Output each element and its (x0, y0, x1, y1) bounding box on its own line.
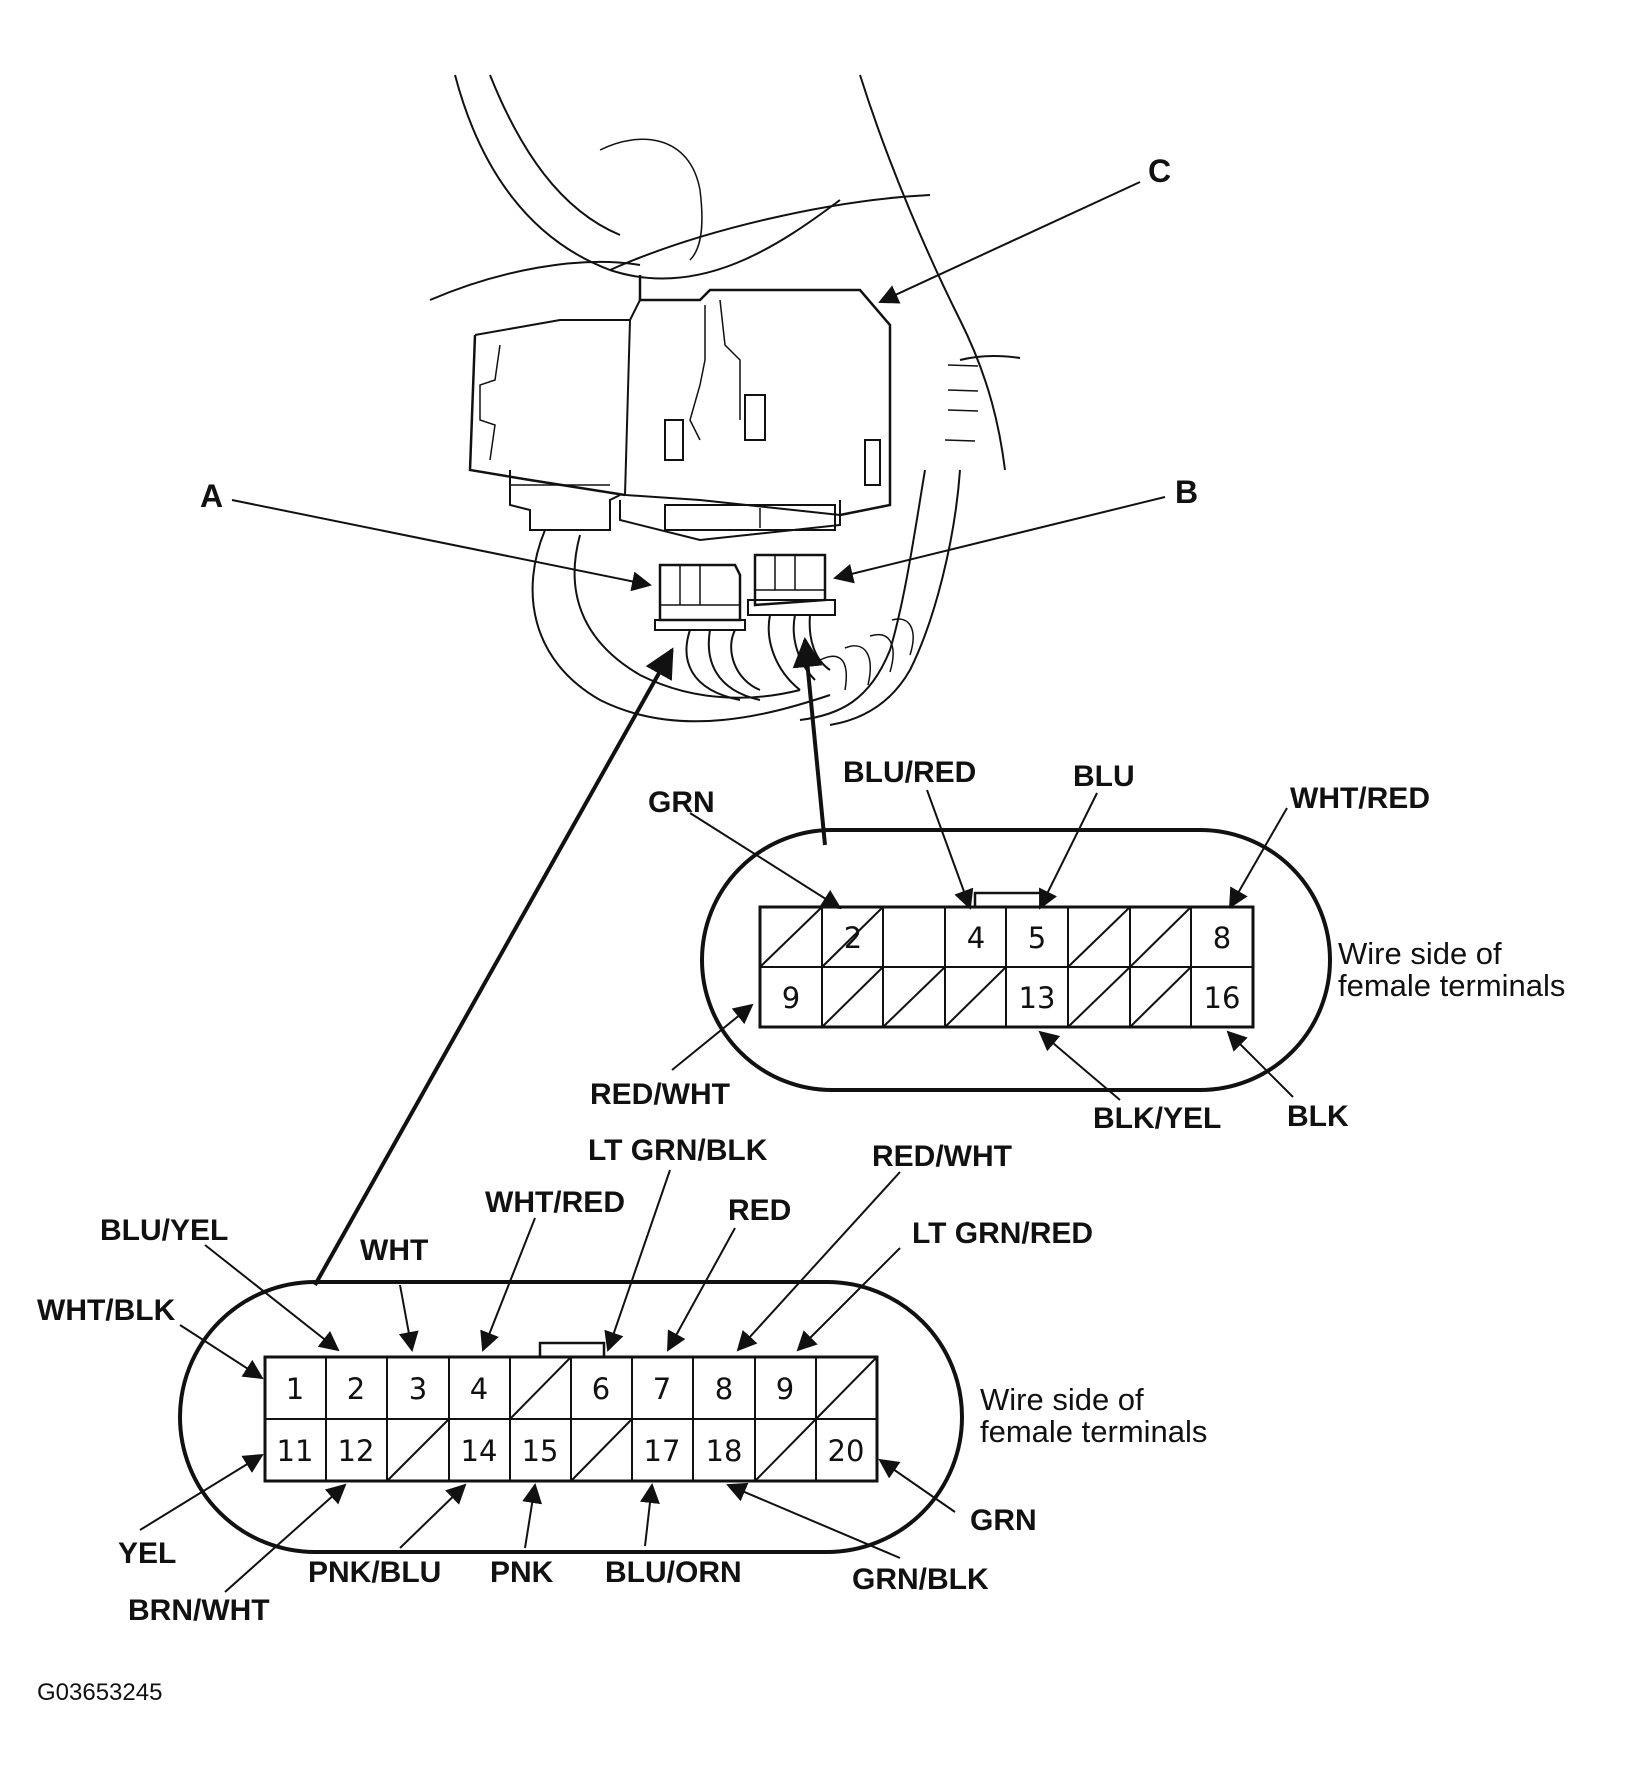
connector-a-pin-1: 1 (286, 1372, 304, 1406)
connector-b-pointer-arrow (792, 637, 827, 846)
callout-c-label: C (1148, 153, 1171, 189)
unit-illustration (429, 74, 1021, 726)
connector-b-wire-p8: WHT/RED (1290, 782, 1430, 815)
connector-b-pin-13: 13 (1019, 981, 1056, 1015)
connector-a-wire-p11: YEL (118, 1537, 176, 1570)
connector-a-pin-18: 18 (706, 1434, 743, 1468)
connector-b-housing (700, 828, 1332, 1092)
connector-b-wire-p4: BLU/RED (843, 756, 976, 789)
connector-a-wire-p14: PNK/BLU (308, 1556, 441, 1589)
connector-b-key (973, 891, 1045, 907)
connector-a-pin-20: 20 (828, 1434, 865, 1468)
connector-a-pin-7: 7 (653, 1372, 671, 1406)
callout-a-label: A (200, 478, 223, 514)
connector-a-pin-3: 3 (409, 1372, 427, 1406)
connector-a-wire-p17: BLU/ORN (605, 1556, 742, 1589)
connector-b-pin-8: 8 (1213, 921, 1231, 955)
connector-a-wire-p9: LT GRN/RED (912, 1217, 1093, 1250)
connector-a-pin-15: 15 (522, 1434, 559, 1468)
callout-c: C (878, 153, 1171, 304)
connector-b-side-label-line1: Wire side of (1338, 936, 1502, 971)
connector-a-key (538, 1341, 606, 1357)
connector-a-wire-p15: PNK (490, 1556, 554, 1589)
callout-a: A (200, 478, 652, 592)
connector-a-wire-p7: RED (728, 1194, 791, 1227)
connector-a-pin-9: 9 (776, 1372, 794, 1406)
connector-a-pin-17: 17 (644, 1434, 681, 1468)
connector-a-wire-p18: GRN/BLK (852, 1563, 989, 1596)
connector-a-wire-p8: RED/WHT (872, 1140, 1012, 1173)
connector-a-housing (178, 1280, 964, 1554)
connector-a-side-label-line2: female terminals (980, 1414, 1207, 1449)
connector-a-side-label-line1: Wire side of (980, 1382, 1144, 1417)
connector-b-wire-p9: RED/WHT (590, 1078, 730, 1111)
callout-b-label: B (1175, 474, 1198, 510)
connector-b-pin-4: 4 (967, 921, 985, 955)
connector-a-wire-p3: WHT (360, 1234, 428, 1267)
connector-b: 2 4 5 8 9 13 16 Wire side of female term… (700, 828, 1565, 1092)
connector-b-wire-p16: BLK (1287, 1100, 1349, 1133)
connector-a-pin-11: 11 (277, 1434, 314, 1468)
connector-b-wire-p2: GRN (648, 786, 715, 819)
connector-b-pin-9: 9 (782, 981, 800, 1015)
connector-a-wire-p6: LT GRN/BLK (588, 1134, 768, 1167)
connector-b-side-label-line2: female terminals (1338, 968, 1565, 1003)
connector-a-pin-8: 8 (715, 1372, 733, 1406)
connector-b-wire-p5: BLU (1073, 760, 1135, 793)
connector-a-wire-p20: GRN (970, 1504, 1037, 1537)
connector-a: 1 2 3 4 6 7 8 9 11 12 14 15 17 18 20 Wir… (178, 1280, 1207, 1554)
connector-b-pin-5: 5 (1028, 921, 1046, 955)
connector-a-pin-12: 12 (338, 1434, 375, 1468)
connector-b-pin-2: 2 (844, 921, 862, 955)
connector-a-pin-14: 14 (461, 1434, 498, 1468)
connector-a-pin-4: 4 (470, 1372, 488, 1406)
connector-a-wire-p1: WHT/BLK (37, 1294, 176, 1327)
connector-a-pin-6: 6 (592, 1372, 610, 1406)
figure-id: G03653245 (37, 1679, 162, 1706)
connector-a-wire-p2: BLU/YEL (100, 1214, 228, 1247)
connector-a-wire-p12: BRN/WHT (128, 1594, 270, 1627)
connector-b-pin-16: 16 (1204, 981, 1241, 1015)
callout-b: B (833, 474, 1198, 584)
connector-a-pointer-arrow (313, 647, 674, 1286)
connector-b-wire-p13: BLK/YEL (1093, 1102, 1221, 1135)
connector-a-pin-2: 2 (347, 1372, 365, 1406)
connector-a-wire-p4: WHT/RED (485, 1186, 625, 1219)
